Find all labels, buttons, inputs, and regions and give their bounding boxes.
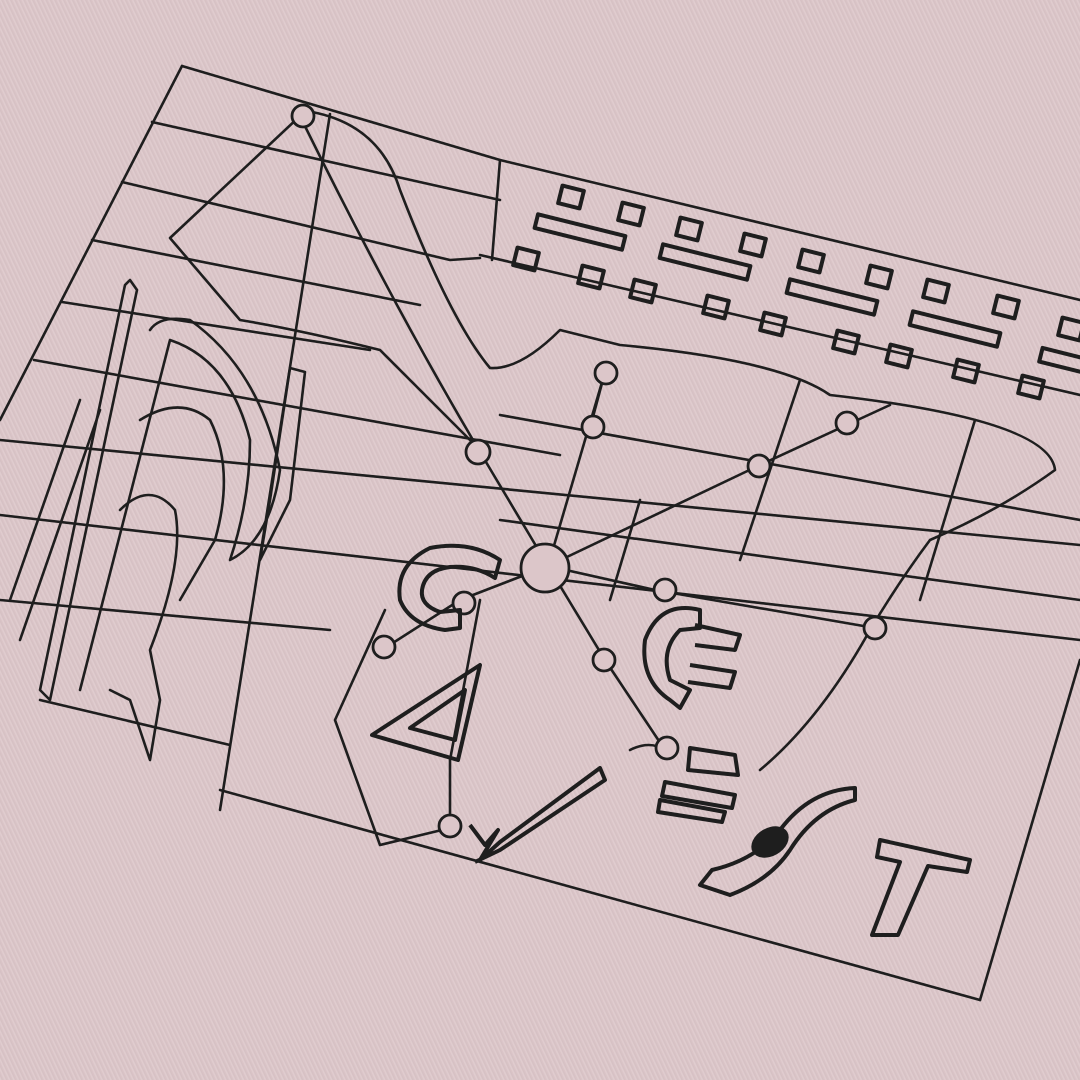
glyph-m: [656, 746, 740, 824]
glyph-cedi: [642, 606, 742, 710]
wavy-stripes: [8, 278, 307, 762]
transit-lines: [168, 110, 1057, 847]
glyph-lightning: [468, 766, 607, 864]
glyph-dollar: [698, 786, 857, 897]
station-nodes: [290, 103, 888, 839]
glyph-c: [397, 543, 502, 632]
glyph-delta: [370, 663, 482, 762]
glyph-t: [870, 838, 972, 937]
grid-frame: [0, 64, 1080, 1002]
button-pattern: [511, 183, 1080, 401]
